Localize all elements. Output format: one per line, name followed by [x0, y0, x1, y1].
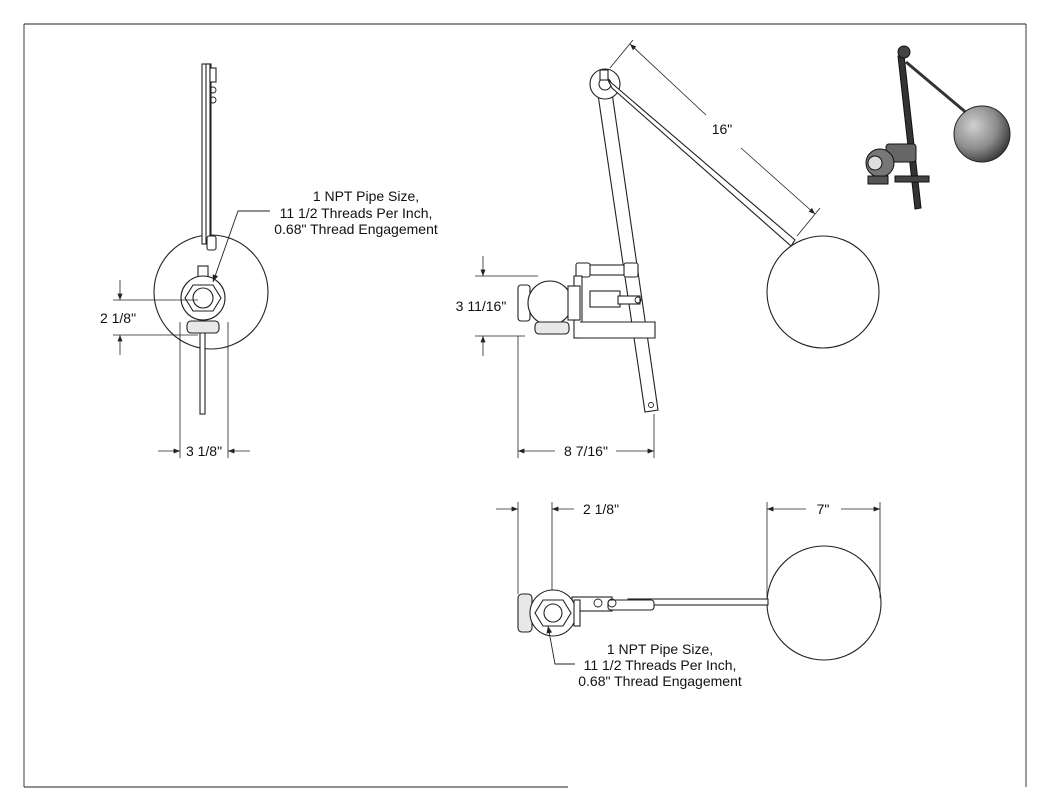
top-dim-inlet-offset: 2 1/8": [496, 501, 619, 594]
side-valve-body: [527, 280, 573, 326]
iso-float-arm: [905, 60, 976, 122]
front-dim-width: 3 1/8": [158, 322, 250, 459]
front-view: [153, 63, 270, 415]
front-dim-height-label: 2 1/8": [100, 310, 136, 326]
top-callout-line-2: 11 1/2 Threads Per Inch,: [584, 657, 737, 673]
iso-vertical-arm: [897, 54, 922, 210]
top-view: [517, 545, 882, 665]
side-float-ball: [766, 235, 880, 349]
front-base-block: [186, 320, 220, 334]
side-base-block: [534, 321, 570, 335]
top-float-ball: [766, 545, 882, 661]
front-callout: 1 NPT Pipe Size, 11 1/2 Threads Per Inch…: [274, 188, 438, 237]
top-callout-line-1: 1 NPT Pipe Size,: [607, 641, 713, 657]
top-dim-float-diameter-label: 7": [817, 501, 830, 517]
front-callout-line-3: 0.68" Thread Engagement: [274, 221, 438, 237]
top-callout: 1 NPT Pipe Size, 11 1/2 Threads Per Inch…: [578, 641, 742, 689]
top-dim-float-diameter: 7": [766, 501, 881, 598]
iso-float-ball: [953, 105, 1011, 163]
front-lower-rod: [199, 329, 206, 415]
side-float-arm: [607, 79, 796, 247]
top-callout-line-3: 0.68" Thread Engagement: [578, 673, 742, 689]
side-vertical-arm: [596, 85, 659, 413]
front-dim-height: 2 1/8": [100, 280, 198, 355]
front-callout-leader: [212, 210, 270, 283]
side-view: [517, 68, 880, 413]
iso-view: [865, 45, 1011, 210]
side-dim-arm-length-label: 16": [712, 121, 733, 137]
side-dim-inlet-height: 3 11/16": [456, 256, 538, 356]
top-callout-leader: [546, 625, 575, 665]
sheet-border: [23, 23, 1027, 788]
side-dim-inlet-height-label: 3 11/16": [456, 298, 507, 314]
front-dim-width-label: 3 1/8": [186, 443, 222, 459]
side-dim-arm-length: 16": [609, 39, 821, 237]
front-callout-line-2: 11 1/2 Threads Per Inch,: [280, 205, 433, 221]
side-dim-overall-width-label: 8 7/16": [564, 443, 608, 459]
top-dim-inlet-offset-label: 2 1/8": [583, 501, 619, 517]
front-callout-line-1: 1 NPT Pipe Size,: [313, 188, 419, 204]
side-dim-overall-width: 8 7/16": [517, 336, 655, 459]
